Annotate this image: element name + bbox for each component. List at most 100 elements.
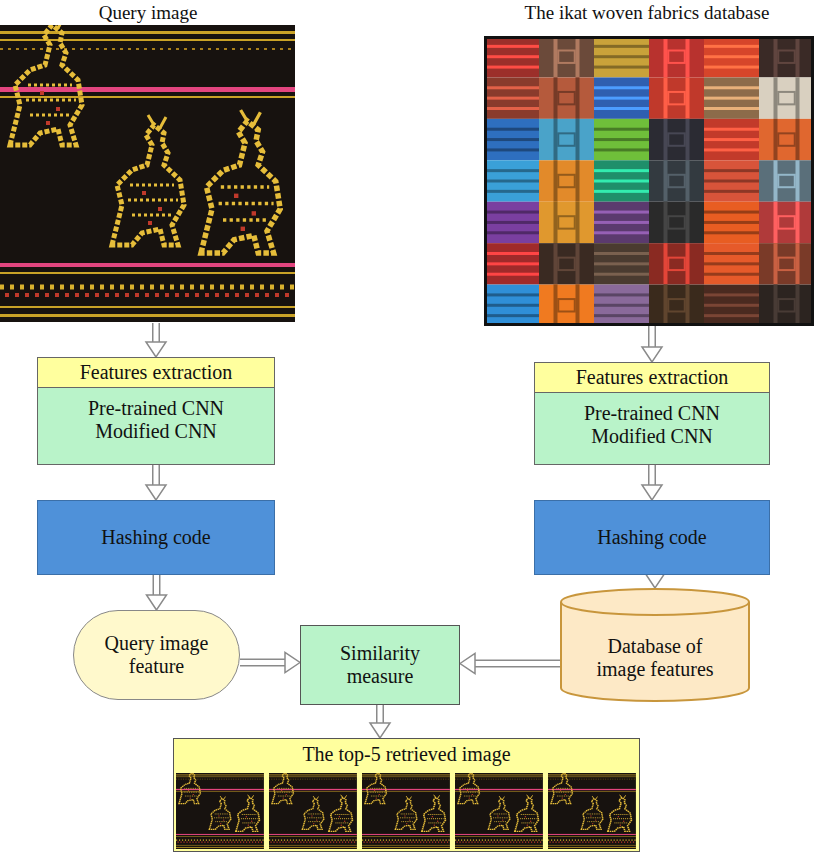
drawing-rect — [649, 243, 704, 284]
drawing-rect — [486, 38, 813, 325]
drawing-g — [484, 285, 539, 326]
node-label: Query image — [0, 0, 296, 24]
drawing-g — [704, 160, 759, 201]
drawing-rect — [576, 119, 580, 160]
drawing-rect — [484, 138, 539, 141]
arrow-head — [645, 573, 665, 588]
drawing-rect — [594, 285, 649, 326]
node-label: Features extraction — [535, 363, 769, 393]
drawing-rect — [774, 160, 778, 201]
drawing-rect — [686, 243, 690, 284]
arrow-shaft-fill — [154, 323, 159, 342]
drawing-rect — [704, 169, 759, 172]
drawing-rect — [759, 36, 814, 77]
drawing-rect — [484, 66, 539, 69]
drawing-rect — [704, 45, 759, 48]
arrow-shaft-outline — [475, 660, 560, 668]
drawing-rect — [704, 231, 759, 234]
node-label: The top-5 retrieved image — [174, 739, 639, 768]
drawing-rect — [594, 45, 649, 48]
drawing-rect — [704, 128, 759, 131]
drawing-rect — [668, 216, 685, 228]
drawing-g — [539, 202, 594, 243]
drawing-rect — [576, 243, 580, 284]
drawing-rect — [704, 252, 759, 255]
drawing-rect — [594, 66, 649, 69]
arrow-shaft-fill — [475, 661, 560, 666]
drawing-rect — [704, 221, 759, 224]
drawing-rect — [484, 77, 539, 118]
drawing-rect — [554, 160, 558, 201]
flow-arrow — [147, 575, 167, 610]
drawing-g — [539, 36, 594, 77]
drawing-rect — [796, 77, 800, 118]
drawing-rect — [484, 119, 539, 160]
drawing-rect — [704, 138, 759, 141]
drawing-rect — [686, 160, 690, 201]
drawing-rect — [649, 77, 704, 118]
drawing-rect — [484, 273, 539, 276]
drawing-rect — [686, 202, 690, 243]
drawing-rect — [484, 55, 539, 58]
flow-arrow — [240, 653, 300, 673]
drawing-ellipse — [561, 589, 749, 615]
drawing-rect — [668, 51, 685, 63]
drawing-rect — [668, 175, 685, 187]
drawing-rect — [664, 160, 668, 201]
arrow-head — [642, 485, 662, 500]
feature-box: Features extractionPre-trained CNN Modif… — [37, 357, 275, 465]
feature-pill: Query image feature — [73, 610, 240, 700]
node-label: Similarity measure — [315, 636, 445, 694]
arrow-head — [460, 654, 475, 674]
drawing-rect — [774, 285, 778, 326]
drawing-rect — [594, 273, 649, 276]
drawing-rect — [774, 119, 778, 160]
drawing-g — [539, 77, 594, 118]
drawing-rect — [704, 262, 759, 265]
drawing-rect — [594, 202, 649, 243]
drawing-rect — [554, 202, 558, 243]
drawing-g — [704, 119, 759, 160]
drawing-rect — [484, 36, 539, 77]
drawing-rect — [484, 148, 539, 151]
arrow-shaft-outline — [152, 323, 160, 342]
drawing-rect — [704, 119, 759, 160]
drawing-rect — [594, 97, 649, 100]
drawing-rect — [484, 314, 539, 317]
arrow-shaft-fill — [378, 705, 383, 723]
drawing-rect — [704, 36, 759, 77]
drawing-rect — [796, 285, 800, 326]
drawing-g — [649, 119, 704, 160]
drawing-rect — [774, 77, 778, 118]
drawing-g — [704, 77, 759, 118]
drawing-rect — [484, 169, 539, 172]
drawing-rect — [704, 86, 759, 89]
drawing-g — [704, 285, 759, 326]
drawing-rect — [594, 77, 649, 118]
drawing-rect — [594, 160, 649, 201]
drawing-rect — [594, 36, 649, 77]
drawing-rect — [664, 202, 668, 243]
drawing-rect — [759, 243, 814, 284]
drawing-g — [484, 160, 539, 201]
database-cylinder: Database of image features — [560, 588, 750, 702]
arrow-head — [146, 342, 166, 357]
flow-arrow — [642, 465, 662, 500]
drawing-g — [759, 36, 814, 77]
fabric-mosaic — [484, 36, 814, 326]
drawing-g — [649, 202, 704, 243]
arrow-head — [285, 653, 300, 673]
flow-arrow — [146, 323, 166, 357]
drawing-rect — [686, 119, 690, 160]
drawing-rect — [484, 190, 539, 193]
drawing-rect — [484, 252, 539, 255]
drawing-rect — [558, 175, 575, 187]
process-box: Similarity measure — [300, 625, 460, 705]
drawing-g — [759, 285, 814, 326]
drawing-rect — [554, 77, 558, 118]
drawing-rect — [796, 160, 800, 201]
arrow-shaft-outline — [153, 575, 161, 595]
drawing-rect — [774, 202, 778, 243]
